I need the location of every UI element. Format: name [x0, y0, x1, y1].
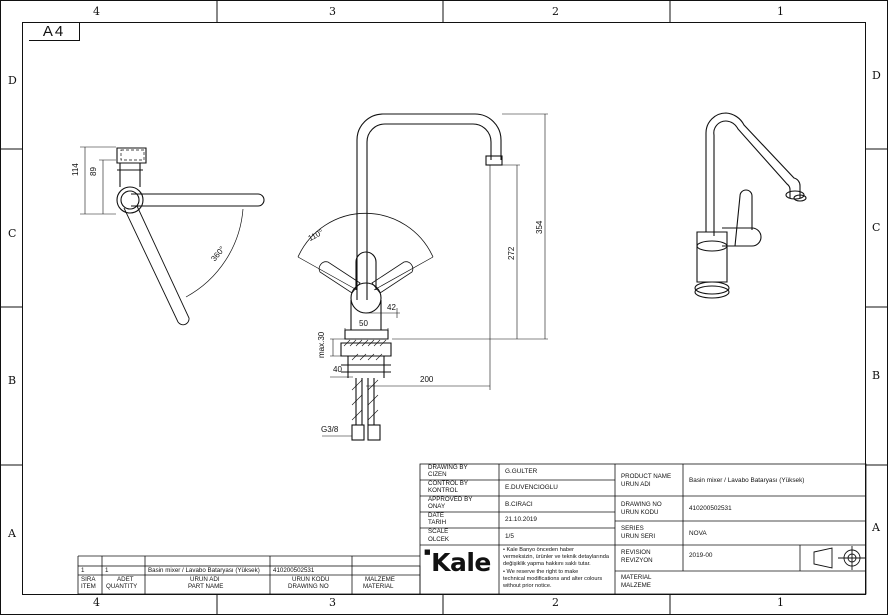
- approved-by-value: B.CIRACI: [505, 501, 533, 508]
- zone-row-b: B: [8, 374, 17, 387]
- date-label-tr: TARIH: [428, 519, 447, 526]
- drawing-by-label: DRAWING BY: [428, 464, 468, 471]
- parts-header-material-en: MATERIAL: [363, 583, 394, 590]
- dimension-50: 50: [359, 319, 368, 328]
- material-label-tr: MALZEME: [621, 582, 651, 589]
- parts-header-drawing-no-en: DRAWING NO: [288, 583, 329, 590]
- zone-column-3-bottom: 3: [329, 596, 336, 609]
- dimension-40: 40: [333, 365, 342, 374]
- front-view: [297, 113, 503, 441]
- zone-row-b-right: B: [872, 369, 881, 382]
- parts-item-value: 1: [81, 567, 85, 574]
- sheet-size-label: A4: [29, 22, 80, 41]
- dimension-114: 114: [71, 163, 80, 176]
- control-by-label: CONTROL BY: [428, 480, 468, 487]
- zone-column-1-bottom: 1: [777, 596, 784, 609]
- isometric-view: [694, 112, 807, 299]
- parts-header-quantity: ADET: [117, 576, 134, 583]
- parts-drawing-no-value: 410200502531: [273, 567, 315, 574]
- row-zone-ticks: [1, 148, 887, 466]
- dimension-272: 272: [507, 246, 516, 260]
- parts-header-part-name-en: PART NAME: [188, 583, 224, 590]
- dimension-354: 354: [535, 220, 544, 234]
- approved-by-label: APPROVED BY: [428, 496, 473, 503]
- thread-size-label: G3/8: [321, 425, 339, 434]
- dimension-max-30: max.30: [317, 331, 326, 358]
- parts-header-item-en: ITEM: [81, 583, 96, 590]
- scale-label: SCALE: [428, 528, 449, 535]
- product-name-value: Basin mixer / Lavabo Bataryası (Yüksek): [689, 477, 805, 484]
- dimension-89: 89: [89, 167, 98, 176]
- zone-column-1: 1: [777, 5, 784, 18]
- zone-column-4-bottom: 4: [93, 596, 100, 609]
- logo-mark-icon: ■: [424, 548, 431, 556]
- inner-border: [22, 22, 866, 595]
- revision-label: REVISION: [621, 549, 651, 556]
- zone-row-d: D: [8, 74, 17, 87]
- dimension-200: 200: [420, 375, 434, 384]
- scale-value: 1/5: [505, 533, 514, 540]
- control-by-value: E.DUVENCIOGLU: [505, 484, 558, 491]
- product-name-label: PRODUCT NAME: [621, 473, 672, 480]
- zone-column-2-bottom: 2: [552, 596, 559, 609]
- zone-row-c: C: [8, 227, 17, 240]
- series-label-tr: URUN SERI: [621, 533, 656, 540]
- front-view-hatching: [343, 339, 387, 421]
- front-view-dimension-lines: [322, 113, 548, 437]
- revision-value: 2019-00: [689, 552, 713, 559]
- date-label: DATE: [428, 512, 445, 519]
- parts-header-part-name: URUN ADI: [190, 576, 220, 583]
- top-view: [80, 146, 265, 326]
- disclaimer-note: • Kale Banyo önceden haber vermeksizin, …: [503, 547, 609, 590]
- parts-header-material: MALZEME: [365, 576, 395, 583]
- projection-symbol-icon: [813, 546, 866, 570]
- zone-column-3: 3: [329, 5, 336, 18]
- parts-quantity-value: 1: [105, 567, 109, 574]
- scale-label-tr: OLCEK: [428, 536, 449, 543]
- zone-column-2: 2: [552, 5, 559, 18]
- title-block-grid: [77, 463, 867, 595]
- drawing-no-label: DRAWING NO: [621, 501, 662, 508]
- series-label: SERIES: [621, 525, 644, 532]
- zone-row-a-right: A: [872, 521, 880, 534]
- material-label: MATERIAL: [621, 574, 652, 581]
- dimension-42: 42: [387, 303, 396, 312]
- date-value: 21.10.2019: [505, 516, 537, 523]
- note-line: • We reserve the right to make: [503, 568, 579, 575]
- zone-row-a: A: [8, 527, 16, 540]
- zone-row-c-right: C: [872, 221, 881, 234]
- drawing-by-label-tr: CIZEN: [428, 471, 447, 478]
- top-view-handle-lever: [120, 149, 145, 161]
- parts-name-value: Basin mixer / Lavabo Bataryası (Yüksek): [148, 567, 260, 574]
- parts-header-drawing-no: URUN KODU: [292, 576, 330, 583]
- column-zone-ticks: [216, 1, 671, 614]
- control-by-label-tr: KONTROL: [428, 487, 458, 494]
- kale-logo: ■Kale: [424, 548, 491, 577]
- series-value: NOVA: [689, 530, 707, 537]
- drawing-no-label-tr: URUN KODU: [621, 509, 659, 516]
- logo-text: Kale: [431, 548, 491, 577]
- zone-column-4: 4: [93, 5, 100, 18]
- note-line: • Kale Banyo önceden haber: [503, 547, 575, 553]
- approved-by-label-tr: ONAY: [428, 503, 446, 510]
- note-line: vermeksizin, ürünler ve teknik detayları…: [503, 554, 610, 561]
- parts-header-quantity-en: QUANTITY: [106, 583, 138, 590]
- note-line: değişiklik yapma hakkını saklı tutar.: [503, 561, 591, 568]
- parts-header-item: SIRA: [81, 576, 96, 583]
- note-line: without prior notice.: [503, 583, 552, 590]
- drawing-by-value: G.GULTER: [505, 468, 538, 475]
- product-name-label-tr: URUN ADI: [621, 481, 651, 488]
- note-line: technical modifications and alter colour…: [503, 575, 603, 582]
- revision-label-tr: REVIZYON: [621, 557, 653, 564]
- drawing-no-value: 410200502531: [689, 505, 732, 512]
- zone-row-d-right: D: [872, 69, 881, 82]
